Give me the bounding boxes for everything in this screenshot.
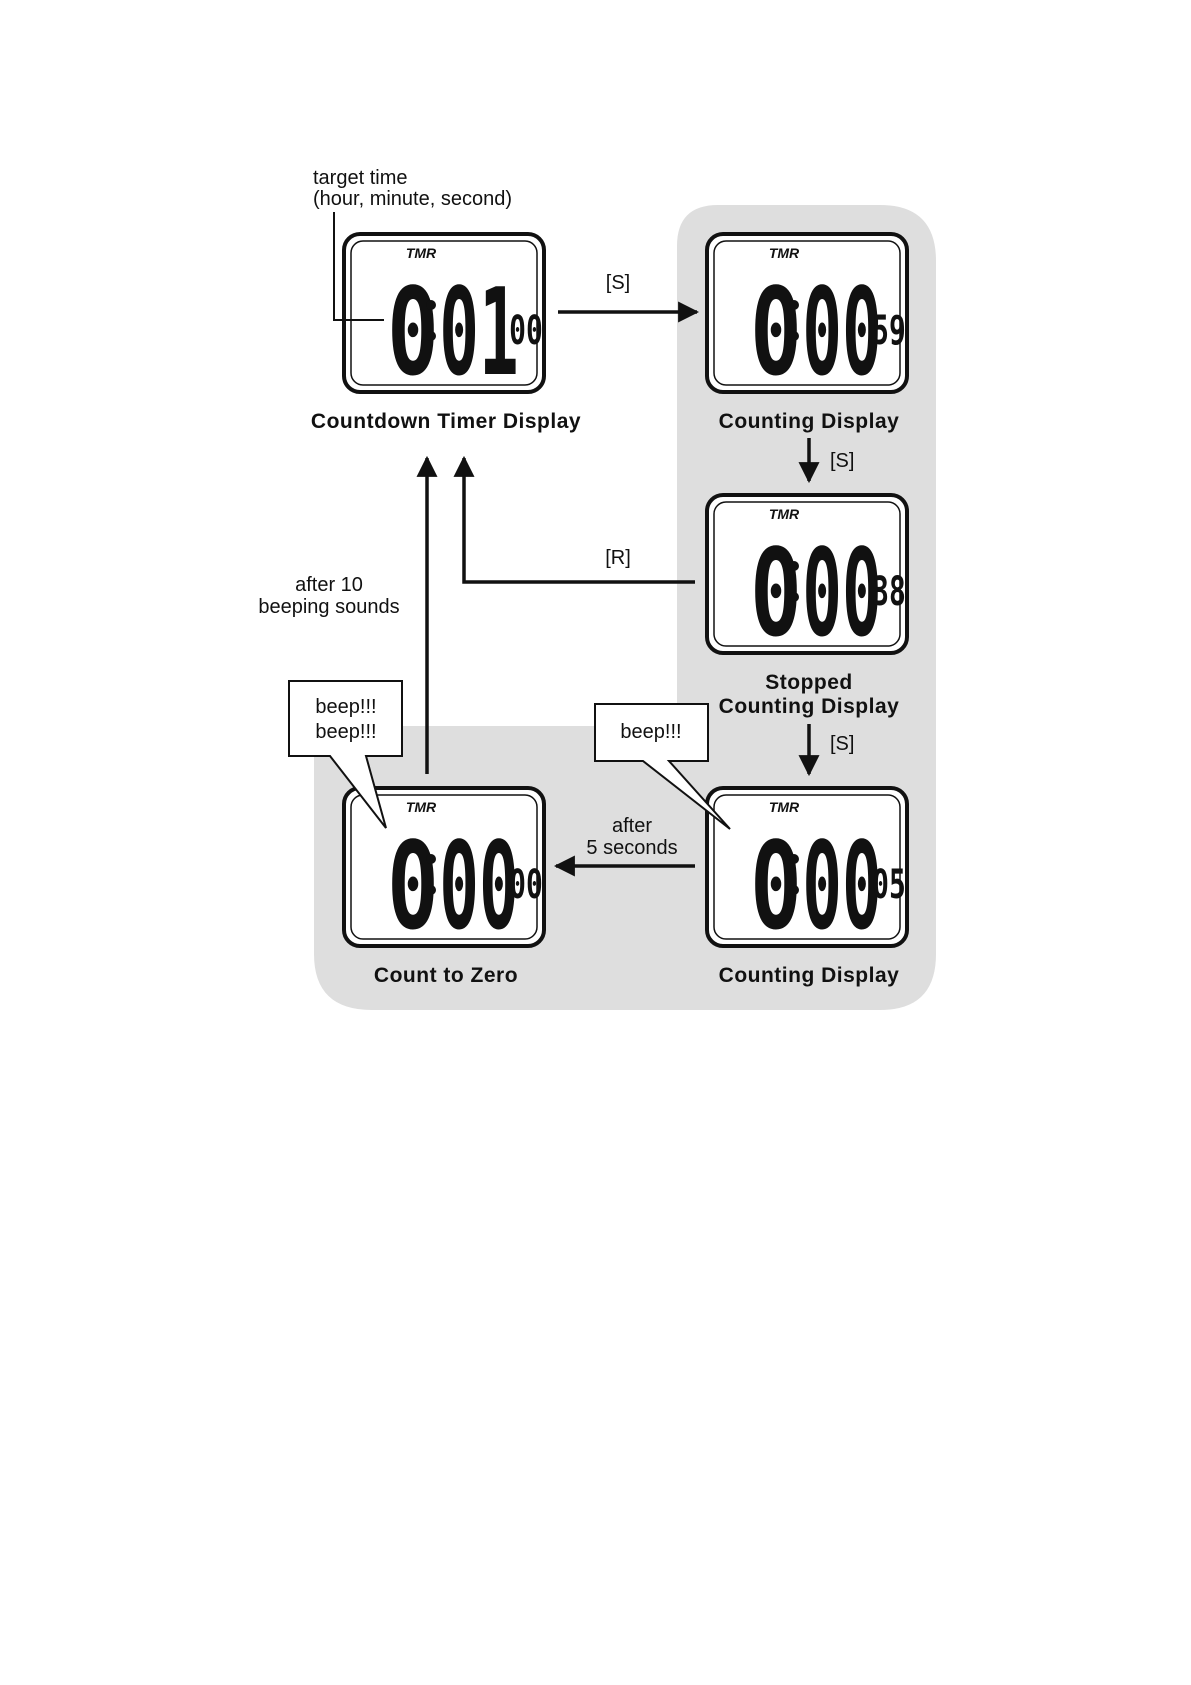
minute-digits: 00 (802, 523, 881, 663)
tmr-indicator: TMR (769, 799, 800, 815)
counting-caption: Counting Display (719, 410, 900, 433)
colon-dot-bottom (426, 885, 436, 895)
tmr-indicator: TMR (769, 506, 800, 522)
second-digits: 59 (872, 308, 906, 354)
colon-dot-bottom (789, 331, 799, 341)
minute-digits: 00 (802, 262, 881, 402)
minute-digits: 00 (802, 816, 881, 956)
target-time-label-line1: target time (313, 167, 407, 189)
stopped-caption-line2: Counting Display (719, 695, 900, 718)
colon-dot-top (426, 854, 436, 864)
colon-dot-top (789, 300, 799, 310)
transition-label-beeping-sounds: beeping sounds (258, 596, 399, 618)
countdown-caption: Countdown Timer Display (311, 410, 581, 433)
tmr-indicator: TMR (406, 245, 437, 261)
transition-label-s3: [S] (830, 733, 854, 755)
stopped-caption-line1: Stopped (765, 671, 853, 694)
countdown-timer-display: TMR 0 01 00 Countdown Timer Display (311, 234, 581, 433)
tmr-indicator: TMR (406, 799, 437, 815)
transition-label-r: [R] (605, 547, 631, 569)
colon-dot-bottom (789, 885, 799, 895)
second-digits: 38 (872, 569, 906, 615)
second-digits: 00 (509, 308, 543, 354)
beep-text: beep!!! (620, 721, 681, 743)
count-to-zero-caption: Count to Zero (374, 964, 518, 987)
tmr-indicator: TMR (769, 245, 800, 261)
transition-label-after-10: after 10 (295, 574, 363, 596)
second-digits: 00 (509, 862, 543, 908)
transition-label-s2: [S] (830, 450, 854, 472)
counting-caption: Counting Display (719, 964, 900, 987)
colon-dot-bottom (426, 331, 436, 341)
second-digits: 05 (872, 862, 906, 908)
minute-digits: 00 (439, 816, 518, 956)
transition-label-s1: [S] (606, 272, 630, 294)
transition-label-5-seconds: 5 seconds (586, 837, 677, 859)
colon-dot-top (426, 300, 436, 310)
minute-digits: 01 (439, 262, 518, 402)
colon-dot-top (789, 561, 799, 571)
colon-dot-top (789, 854, 799, 864)
beep-text-line2: beep!!! (315, 721, 376, 743)
arrow-stopped-to-countdown (464, 458, 695, 582)
beep-text-line1: beep!!! (315, 696, 376, 718)
target-time-label-line2: (hour, minute, second) (313, 188, 512, 210)
colon-dot-bottom (789, 592, 799, 602)
transition-label-after: after (612, 815, 652, 837)
